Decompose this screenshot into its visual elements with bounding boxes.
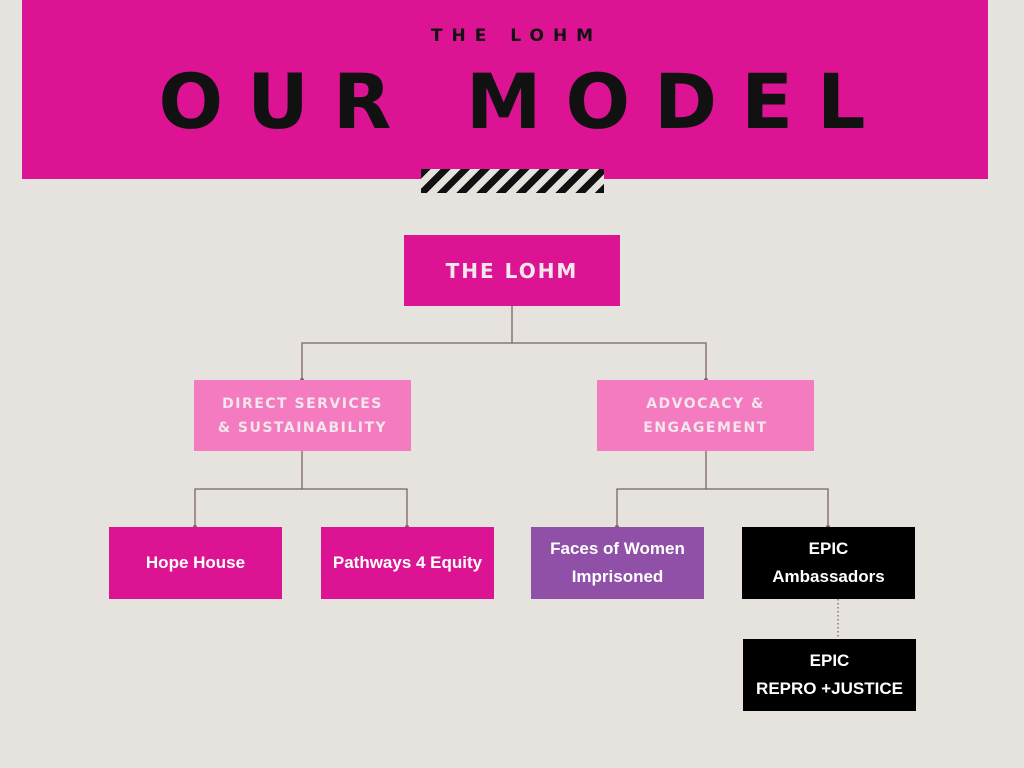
node-hope-house: Hope House bbox=[109, 527, 282, 599]
node-faces-of-women-imprisoned: Faces of Women Imprisoned bbox=[531, 527, 704, 599]
header-banner: THE LOHM OUR MODEL bbox=[22, 0, 988, 179]
node-direct-services: DIRECT SERVICES & SUSTAINABILITY bbox=[194, 380, 411, 451]
node-pathways-4-equity: Pathways 4 Equity bbox=[321, 527, 494, 599]
node-the-lohm: THE LOHM bbox=[404, 235, 620, 306]
connector-direct bbox=[194, 451, 408, 527]
connector-root bbox=[301, 306, 707, 380]
node-epic-ambassadors: EPIC Ambassadors bbox=[742, 527, 915, 599]
header-subtitle: THE LOHM bbox=[430, 26, 603, 46]
connector-advocacy bbox=[616, 451, 829, 527]
node-advocacy-engagement: ADVOCACY & ENGAGEMENT bbox=[597, 380, 814, 451]
header-title: OUR MODEL bbox=[158, 57, 890, 146]
node-epic-repro-justice: EPIC REPRO +JUSTICE bbox=[743, 639, 916, 711]
decorative-stripes bbox=[421, 169, 604, 193]
